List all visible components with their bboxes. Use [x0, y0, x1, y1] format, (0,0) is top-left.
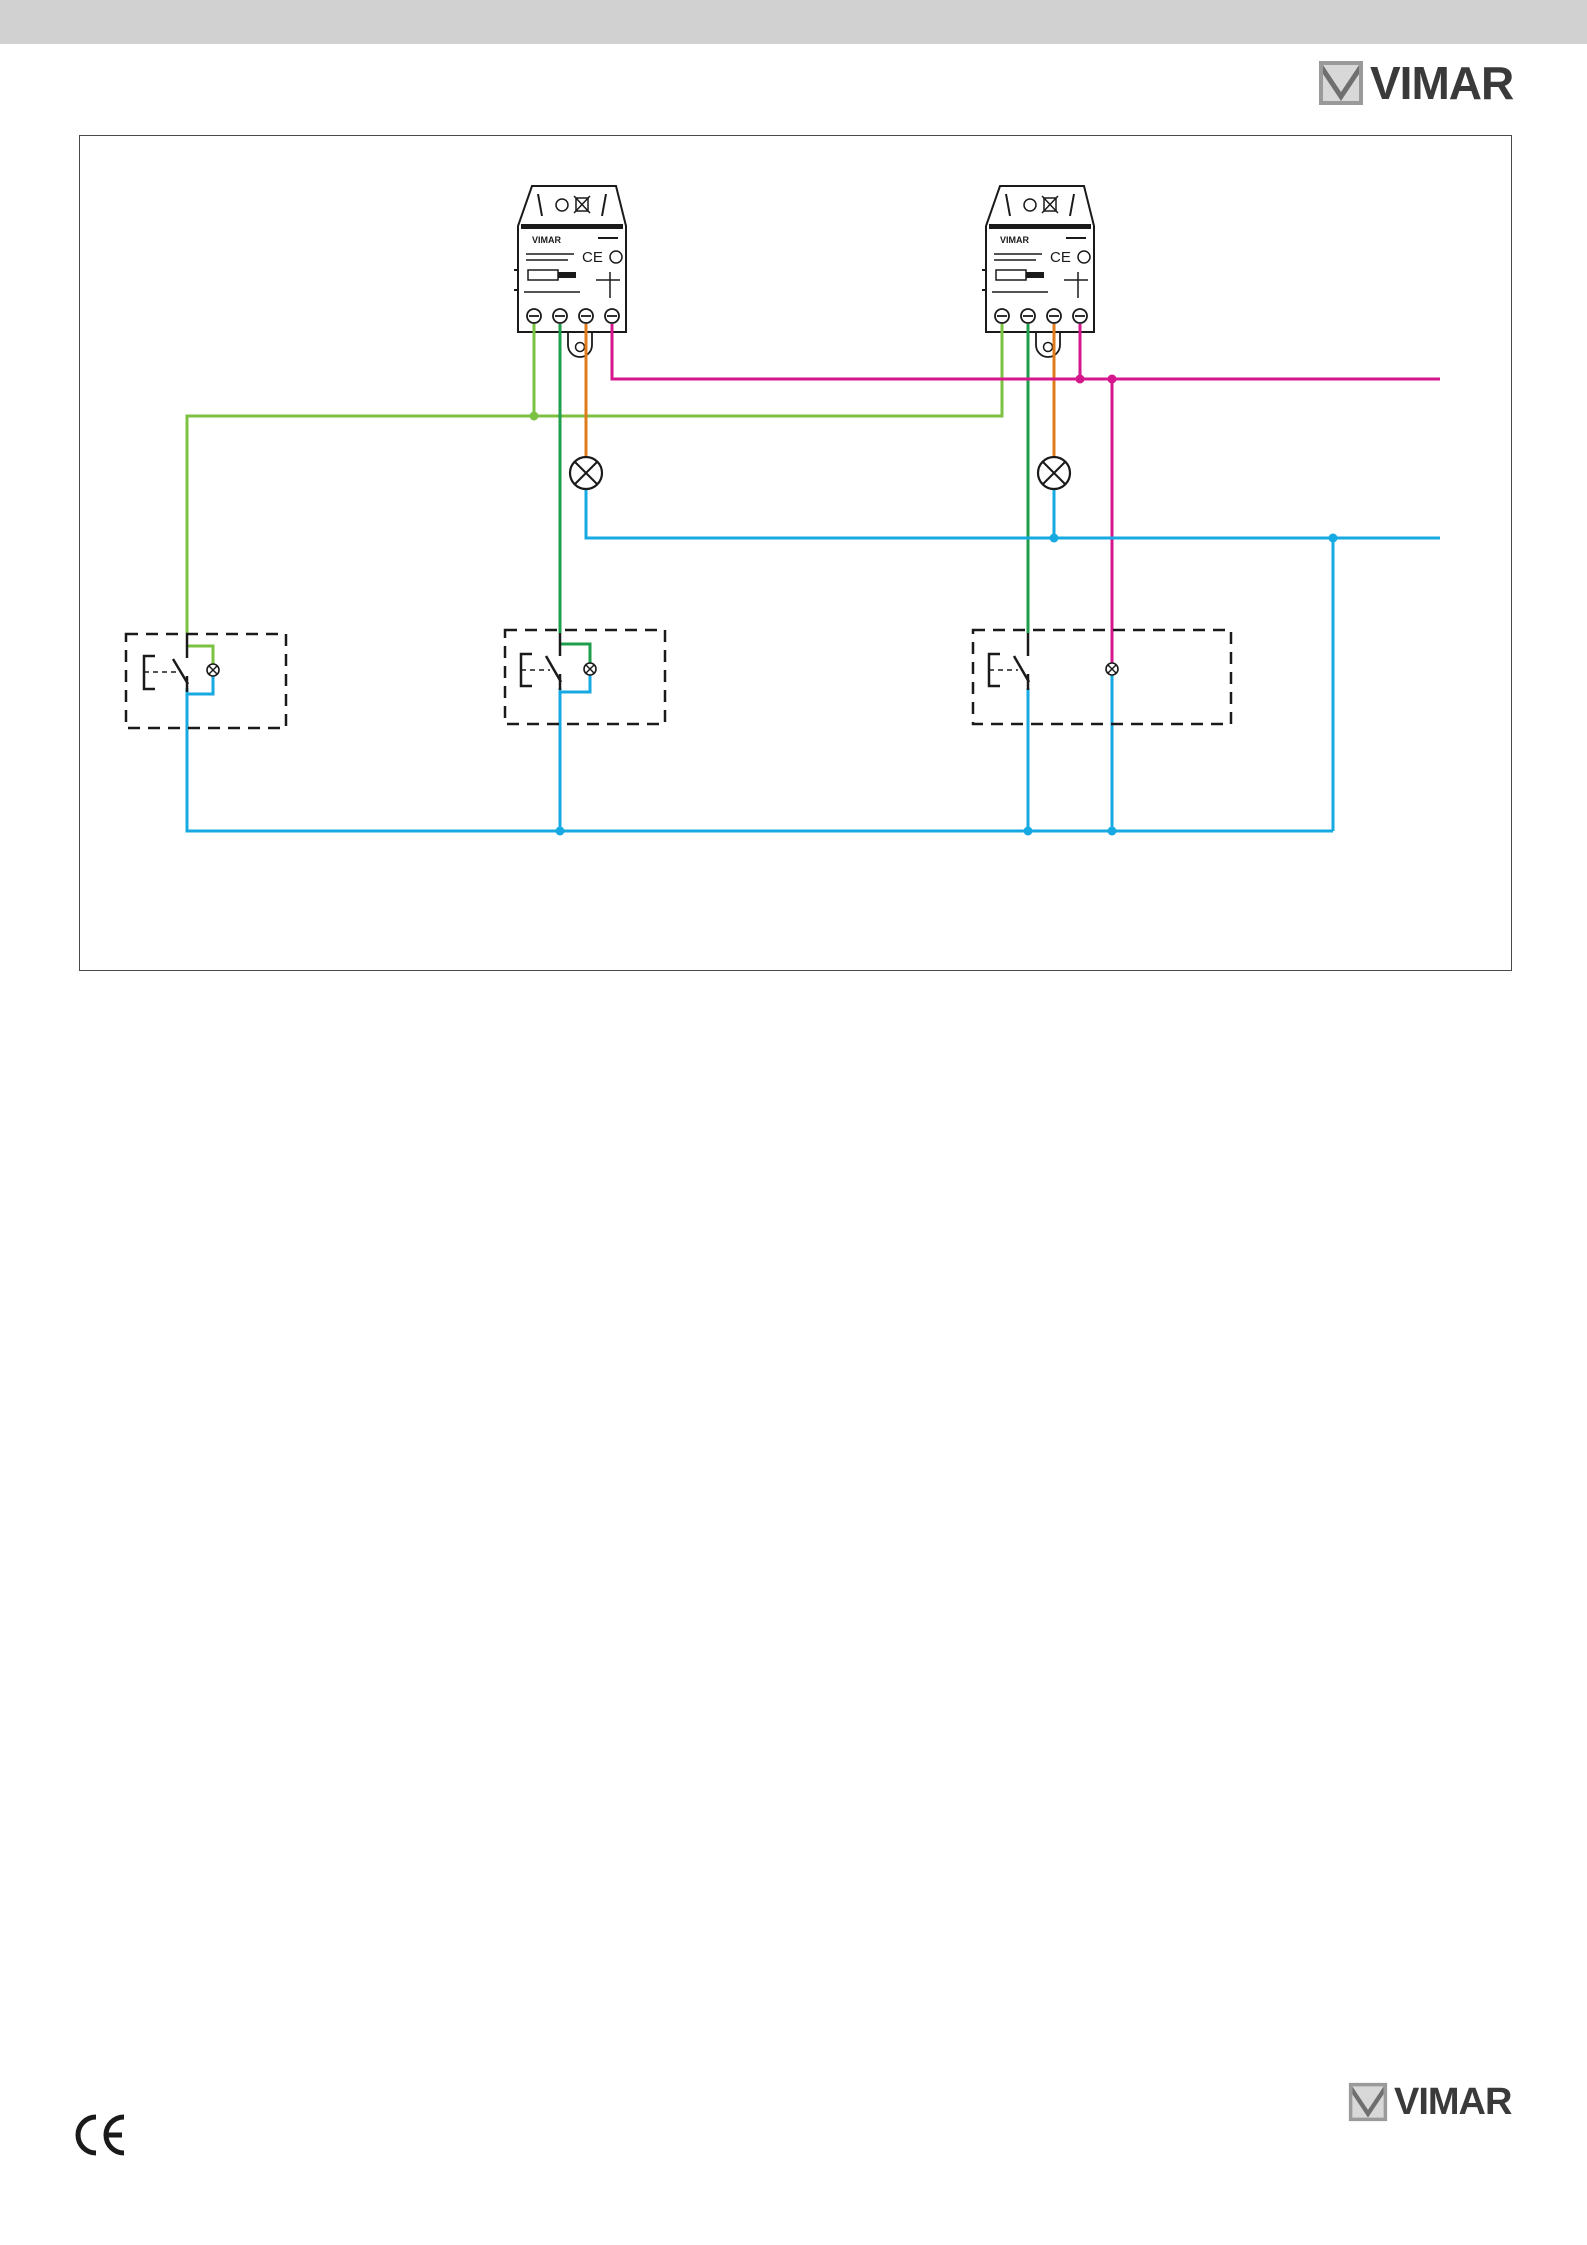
wire-phase-green — [187, 324, 534, 633]
wire-phase-green-2 — [534, 324, 1002, 416]
wire-neutral-bottom — [187, 688, 1333, 831]
ce-mark: CE — [74, 2113, 130, 2162]
module-ce-label: CE — [1050, 249, 1071, 266]
module-ce-label: CE — [582, 249, 603, 266]
junction-dots — [530, 375, 1338, 836]
wire-pb1-lamp-green — [187, 646, 213, 664]
vimar-logo-bottom: VIMAR — [1348, 2082, 1511, 2122]
wire-neutral-top — [586, 487, 1440, 538]
wiring-diagram: VIMAR CE — [80, 136, 1513, 972]
relay-module-2: VIMAR CE — [982, 186, 1094, 332]
wire-pb1-lamp-blue — [187, 676, 213, 694]
vimar-emblem-icon — [1318, 60, 1364, 106]
top-band — [0, 0, 1587, 44]
brand-name: VIMAR — [1370, 60, 1513, 106]
lamp-1 — [570, 457, 602, 489]
vimar-emblem-icon — [1348, 2082, 1388, 2122]
brand-name: VIMAR — [1394, 2083, 1511, 2121]
wiring-diagram-frame: VIMAR CE — [79, 135, 1512, 971]
module-brand-label: VIMAR — [532, 235, 562, 245]
vimar-logo-top: VIMAR — [1318, 60, 1513, 106]
module-brand-label: VIMAR — [1000, 235, 1030, 245]
module-2-loop — [1036, 332, 1060, 357]
relay-module-1: VIMAR CE — [514, 186, 626, 332]
ce-icon — [74, 2113, 130, 2157]
lamp-2 — [1038, 457, 1070, 489]
wire-pb2-lamp-green — [560, 644, 590, 663]
module-1-loop — [568, 332, 592, 357]
pushbutton-3 — [973, 630, 1231, 724]
wire-pb2-lamp-blue — [560, 675, 590, 692]
